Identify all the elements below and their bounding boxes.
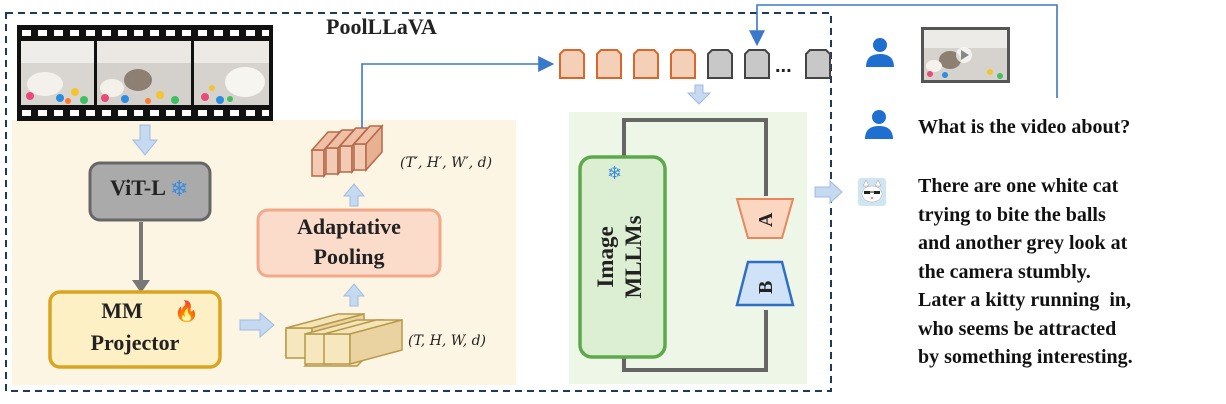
arrow-question-to-tokens bbox=[749, 4, 1058, 98]
snowflake-icon: ❄ bbox=[170, 176, 189, 201]
lora-bracket-bottom bbox=[622, 310, 768, 372]
text-token bbox=[805, 49, 831, 79]
user-question: What is the video about? bbox=[918, 116, 1131, 138]
assistant-answer: There are one white cat trying to bite t… bbox=[918, 172, 1223, 372]
pooled-stack bbox=[310, 124, 384, 178]
feature-dims-label: (T, H, W, d) bbox=[408, 333, 487, 349]
image-mllms-label: Image MLLMs bbox=[582, 180, 664, 340]
arrow-tokens-to-mllm bbox=[686, 84, 712, 105]
arrow-features-to-pooling bbox=[342, 283, 366, 307]
pooled-dims-label: (T′, H′, W′, d) bbox=[400, 155, 493, 171]
lora-bracket-top bbox=[622, 118, 768, 196]
token-ellipsis: ... bbox=[775, 55, 792, 77]
answer-line: trying to bite the balls bbox=[918, 203, 1106, 226]
bot-cat-icon bbox=[858, 178, 886, 206]
answer-line: who seems be attracted bbox=[918, 317, 1117, 340]
lora-a-label: A bbox=[755, 212, 777, 227]
fire-icon: 🔥 bbox=[174, 301, 199, 323]
token-sequence bbox=[559, 49, 831, 79]
visual-token bbox=[633, 49, 659, 79]
arrow-video-to-vit bbox=[131, 124, 159, 156]
visual-token bbox=[596, 49, 622, 79]
text-token bbox=[744, 49, 770, 79]
mllm-label-line2: MLLMs bbox=[621, 215, 646, 299]
answer-line: Later a kitty running in, bbox=[918, 289, 1131, 311]
arrow-pooled-to-tokens bbox=[361, 56, 555, 128]
text-token bbox=[707, 49, 733, 79]
projector-label-line1: MM bbox=[101, 298, 143, 323]
feature-stack bbox=[284, 313, 403, 367]
visual-token bbox=[559, 49, 585, 79]
visual-token bbox=[670, 49, 696, 79]
mllm-label-line1: Image bbox=[593, 226, 618, 288]
pooling-label-line1: Adaptative bbox=[297, 214, 401, 239]
lora-b bbox=[735, 260, 795, 307]
diagram-title: PoolLLaVA bbox=[326, 14, 437, 39]
arrow-pooling-to-tokens bbox=[342, 183, 366, 207]
answer-line: There are one white cat bbox=[918, 175, 1119, 197]
adaptative-pooling-box bbox=[256, 208, 442, 278]
video-thumbnail bbox=[921, 27, 1010, 83]
user-icon bbox=[865, 110, 893, 139]
vit-l-label: ViT-L bbox=[110, 175, 166, 200]
vit-l-box bbox=[88, 161, 212, 222]
projector-label-line2: Projector bbox=[90, 330, 180, 355]
answer-line: the camera stumbly. bbox=[918, 260, 1091, 283]
arrow-projector-to-features bbox=[239, 311, 275, 339]
answer-line: and another grey look at bbox=[918, 232, 1128, 254]
lora-b-label: B bbox=[755, 280, 777, 294]
pooling-label-line2: Pooling bbox=[313, 244, 385, 269]
video-filmstrip bbox=[17, 25, 273, 121]
answer-line: by something interesting. bbox=[918, 346, 1133, 368]
user-icon bbox=[866, 38, 894, 67]
snowflake-icon: ❄ bbox=[607, 163, 623, 183]
lora-a bbox=[735, 198, 795, 239]
image-mllms-box bbox=[578, 155, 667, 359]
mm-projector-box bbox=[48, 290, 222, 369]
arrow-mllm-to-response bbox=[814, 179, 843, 205]
